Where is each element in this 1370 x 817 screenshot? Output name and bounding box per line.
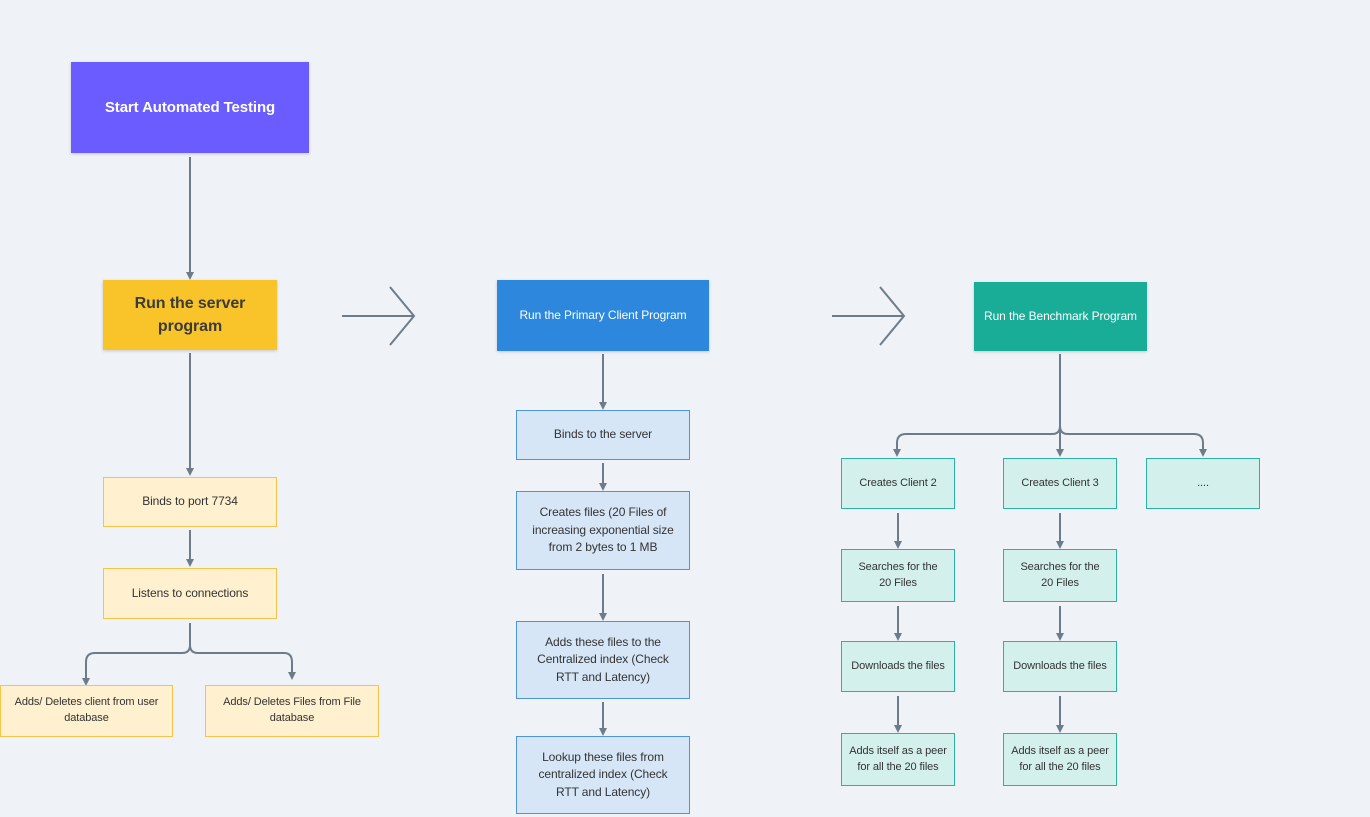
section-arrow-2 bbox=[832, 286, 906, 346]
client3-step-peer-label: Adds itself as a peer for all the 20 fil… bbox=[1011, 744, 1109, 773]
primary-step-create-label: Creates files (20 Files of increasing ex… bbox=[532, 505, 674, 555]
client2-step-peer[interactable]: Adds itself as a peer for all the 20 fil… bbox=[841, 733, 955, 786]
client3-step-download[interactable]: Downloads the files bbox=[1003, 641, 1117, 692]
start-label: Start Automated Testing bbox=[104, 98, 276, 116]
client-more-label: .... bbox=[1197, 476, 1209, 489]
server-branch-clients[interactable]: Adds/ Deletes client from user database bbox=[0, 685, 173, 737]
primary-node[interactable]: Run the Primary Client Program bbox=[497, 280, 709, 351]
branch-server-fork-right bbox=[189, 644, 296, 680]
client2-step-peer-label: Adds itself as a peer for all the 20 fil… bbox=[849, 744, 947, 773]
client2-step-search-label: Searches for the 20 Files bbox=[858, 560, 938, 589]
branch-benchmark-fork-right bbox=[1059, 425, 1207, 457]
benchmark-node[interactable]: Run the Benchmark Program bbox=[974, 282, 1147, 351]
server-step-binds[interactable]: Binds to port 7734 bbox=[103, 477, 277, 527]
primary-step-lookup-label: Lookup these files from centralized inde… bbox=[538, 749, 668, 799]
client3-step-search[interactable]: Searches for the 20 Files bbox=[1003, 549, 1117, 602]
branch-benchmark-fork bbox=[893, 354, 1061, 457]
server-step-listens-label: Listens to connections bbox=[131, 585, 249, 600]
client3-step-peer[interactable]: Adds itself as a peer for all the 20 fil… bbox=[1003, 733, 1117, 786]
server-step-binds-label: Binds to port 7734 bbox=[142, 494, 238, 509]
server-step-listens[interactable]: Listens to connections bbox=[103, 568, 277, 619]
primary-step-lookup[interactable]: Lookup these files from centralized inde… bbox=[516, 736, 690, 814]
client3-label: Creates Client 3 bbox=[1021, 476, 1099, 489]
primary-step-add-label: Adds these files to the Centralized inde… bbox=[537, 634, 669, 684]
primary-step-add[interactable]: Adds these files to the Centralized inde… bbox=[516, 621, 690, 699]
server-label: Run the server program bbox=[134, 294, 246, 335]
client-more-node[interactable]: .... bbox=[1146, 458, 1260, 509]
server-branch-files[interactable]: Adds/ Deletes Files from File database bbox=[205, 685, 379, 737]
client2-step-download[interactable]: Downloads the files bbox=[841, 641, 955, 692]
section-arrow-1 bbox=[342, 286, 416, 346]
server-branch-files-label: Adds/ Deletes Files from File database bbox=[223, 696, 361, 724]
branch-server-fork bbox=[82, 623, 191, 686]
client2-node[interactable]: Creates Client 2 bbox=[841, 458, 955, 509]
client3-step-search-label: Searches for the 20 Files bbox=[1020, 560, 1100, 589]
start-node[interactable]: Start Automated Testing bbox=[71, 62, 309, 153]
primary-step-binds-label: Binds to the server bbox=[553, 427, 653, 442]
server-branch-clients-label: Adds/ Deletes client from user database bbox=[14, 696, 159, 724]
primary-label: Run the Primary Client Program bbox=[519, 307, 687, 322]
client3-step-download-label: Downloads the files bbox=[1013, 659, 1107, 672]
server-node[interactable]: Run the server program bbox=[103, 280, 277, 350]
benchmark-label: Run the Benchmark Program bbox=[984, 308, 1137, 323]
client2-step-download-label: Downloads the files bbox=[851, 659, 945, 672]
client3-node[interactable]: Creates Client 3 bbox=[1003, 458, 1117, 509]
primary-step-binds[interactable]: Binds to the server bbox=[516, 410, 690, 460]
client2-step-search[interactable]: Searches for the 20 Files bbox=[841, 549, 955, 602]
client2-label: Creates Client 2 bbox=[859, 476, 937, 489]
primary-step-create[interactable]: Creates files (20 Files of increasing ex… bbox=[516, 491, 690, 570]
